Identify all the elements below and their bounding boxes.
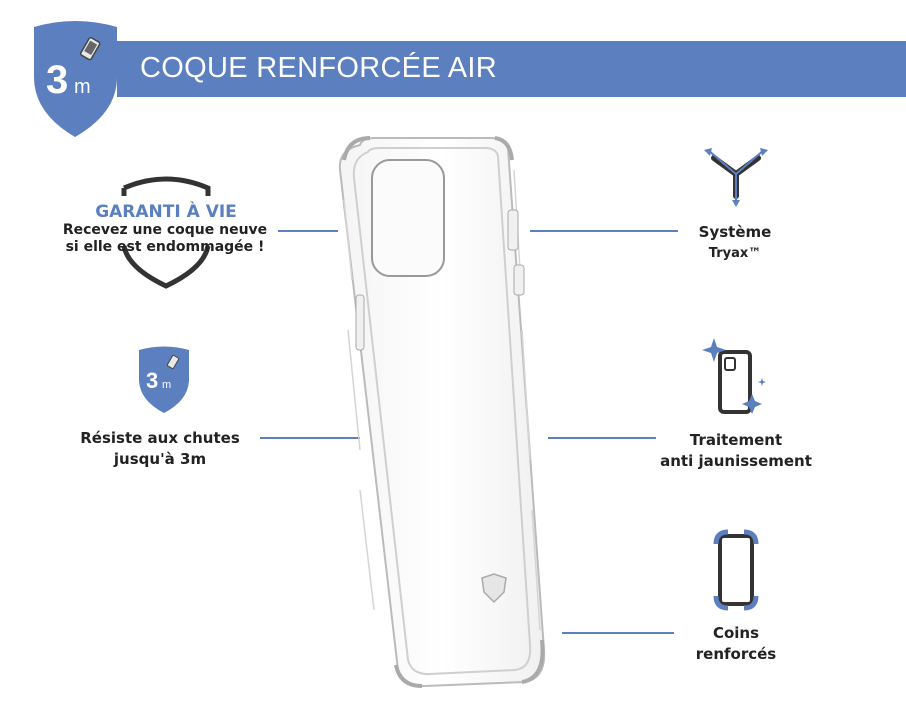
connector-line-yellowing — [548, 437, 656, 439]
connector-line-corners — [562, 632, 674, 634]
tryax-line1: Système — [698, 223, 772, 241]
small-badge-unit: m — [162, 379, 171, 391]
header-banner — [117, 41, 906, 97]
small-badge-number: 3 — [146, 368, 158, 393]
warranty-line1: Recevez une coque neuve — [62, 222, 268, 238]
shield-3m-small-icon: 3 m — [139, 346, 189, 413]
yellowing-label: Traitement anti jaunissement — [650, 430, 822, 472]
warranty-title: GARANTI À VIE — [95, 202, 237, 222]
sparkle-phone-icon — [702, 338, 766, 414]
drop-label: Résiste aux chutes jusqu'à 3m — [60, 428, 260, 470]
drop-line2: jusqu'à 3m — [113, 450, 207, 468]
yellowing-line2: anti jaunissement — [660, 452, 812, 470]
warranty-line2: si elle est endommagée ! — [65, 239, 265, 255]
drop-line1: Résiste aux chutes — [80, 429, 240, 447]
tryax-label: Système Tryax™ — [680, 222, 790, 264]
tryax-line2: Tryax™ — [708, 246, 762, 261]
connector-line-tryax — [530, 230, 678, 232]
connector-line-drop — [260, 437, 360, 439]
page-title: COQUE RENFORCÉE AIR — [140, 52, 497, 84]
yellowing-line1: Traitement — [689, 431, 783, 449]
badge-unit: m — [74, 76, 91, 98]
shield-3m-icon: 3 m — [34, 21, 117, 137]
warranty-text: Recevez une coque neuve si elle est endo… — [45, 222, 285, 256]
tryax-icon — [704, 148, 768, 207]
badge-number: 3 — [46, 58, 68, 102]
phone-case-image — [338, 136, 546, 688]
corners-label: Coins renforcés — [676, 623, 796, 665]
corners-line1: Coins — [712, 624, 760, 642]
connector-line-warranty — [278, 230, 338, 232]
corners-phone-icon — [713, 529, 759, 611]
corners-line2: renforcés — [695, 645, 777, 663]
warranty-shield-icon — [121, 176, 211, 289]
